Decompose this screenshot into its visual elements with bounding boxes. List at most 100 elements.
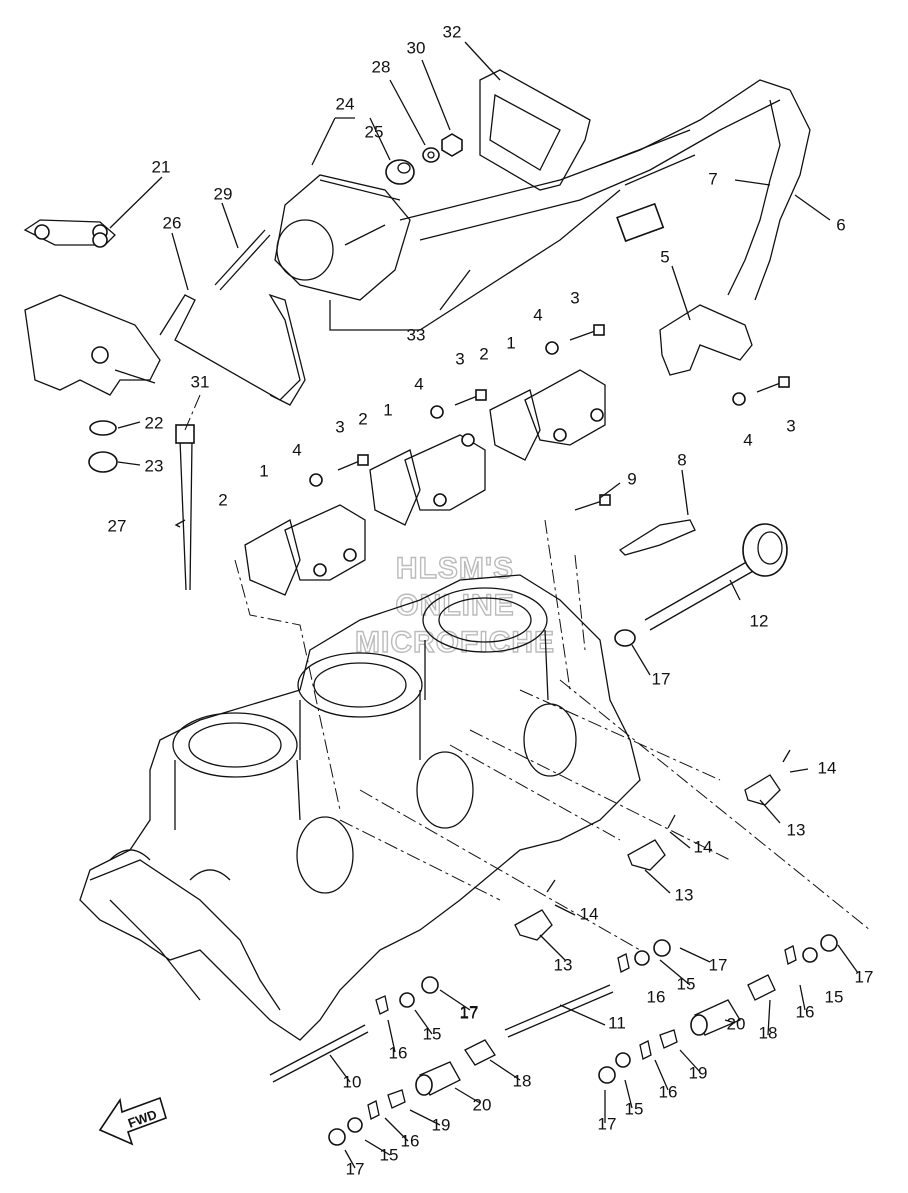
clamp-13-mid bbox=[627, 814, 676, 871]
callout-17-c: 17 bbox=[855, 967, 874, 986]
callout-11: 11 bbox=[608, 1013, 626, 1032]
callout-5: 5 bbox=[660, 247, 669, 266]
stud-29 bbox=[214, 229, 271, 291]
callout-15-e: 15 bbox=[380, 1145, 399, 1164]
callout-4-b: 4 bbox=[414, 374, 423, 393]
clips-19 bbox=[387, 1029, 678, 1109]
callout-21: 21 bbox=[152, 157, 171, 176]
callout-7: 7 bbox=[708, 169, 717, 188]
callout-15-d: 15 bbox=[625, 1099, 644, 1118]
callout-14-c: 14 bbox=[580, 904, 599, 923]
callout-16-b: 16 bbox=[796, 1002, 815, 1021]
callout-26: 26 bbox=[163, 213, 182, 232]
callout-13-c: 13 bbox=[554, 955, 573, 974]
callout-3-b: 3 bbox=[455, 349, 464, 368]
holder-18-right bbox=[747, 974, 776, 1001]
callout-14-a: 14 bbox=[818, 758, 837, 777]
callout-20-b: 20 bbox=[473, 1095, 492, 1114]
nut-30 bbox=[441, 133, 463, 157]
bracket-5 bbox=[659, 304, 753, 376]
gasket-cover-set-left bbox=[244, 504, 366, 596]
sleeve-20-right bbox=[690, 999, 741, 1036]
callout-25: 25 bbox=[365, 122, 384, 141]
callout-3-d: 3 bbox=[786, 416, 795, 435]
callout-23: 23 bbox=[145, 456, 164, 475]
shaft-11 bbox=[504, 984, 614, 1038]
callout-30: 30 bbox=[407, 38, 426, 57]
callout-2-b: 2 bbox=[358, 409, 367, 428]
clamp-13-left bbox=[514, 879, 556, 941]
callout-16-d: 16 bbox=[659, 1082, 678, 1101]
callout-32: 32 bbox=[443, 22, 462, 41]
gasket-cover-set-mid bbox=[369, 433, 486, 526]
washer-28 bbox=[422, 147, 440, 163]
shaft-10 bbox=[269, 1024, 369, 1083]
connector-33 bbox=[599, 129, 696, 243]
callout-24: 24 bbox=[336, 94, 355, 113]
callout-14-b: 14 bbox=[694, 837, 713, 856]
tabs-16 bbox=[367, 945, 797, 1120]
callout-4-a: 4 bbox=[533, 305, 542, 324]
callout-9: 9 bbox=[627, 469, 636, 488]
callout-16-e: 16 bbox=[401, 1131, 420, 1150]
callout-17-f: 17 bbox=[598, 1114, 617, 1133]
cable-6 bbox=[754, 89, 811, 301]
cable-7 bbox=[727, 99, 781, 296]
gasket-cover-set-right bbox=[489, 369, 606, 461]
watermark-line-3: MICROFICHE bbox=[355, 626, 555, 659]
callout-17-a: 17 bbox=[652, 669, 671, 688]
callout-1-a: 1 bbox=[506, 333, 515, 352]
mounting-frame bbox=[479, 69, 591, 191]
callout-19-a: 19 bbox=[689, 1063, 708, 1082]
nut-23 bbox=[88, 451, 118, 473]
callout-3-c: 3 bbox=[335, 417, 344, 436]
washer-22 bbox=[89, 420, 117, 436]
callout-19-b: 19 bbox=[432, 1115, 451, 1134]
bracket-31 bbox=[24, 294, 161, 396]
callout-17-b: 17 bbox=[709, 955, 728, 974]
callout-4-d: 4 bbox=[743, 430, 752, 449]
watermark-line-1: HLSM'S bbox=[396, 552, 514, 585]
callout-13-b: 13 bbox=[675, 885, 694, 904]
callout-13-a: 13 bbox=[787, 820, 806, 839]
callout-33: 33 bbox=[407, 325, 426, 344]
shaft-12 bbox=[644, 523, 788, 631]
grommet-25 bbox=[385, 159, 415, 185]
bolt-27 bbox=[175, 424, 195, 591]
callout-22: 22 bbox=[145, 413, 164, 432]
callout-3-a: 3 bbox=[570, 288, 579, 307]
callout-15-c: 15 bbox=[423, 1024, 442, 1043]
callout-16-a: 16 bbox=[647, 987, 666, 1006]
callout-labels: 32 30 28 24 25 21 29 26 7 6 5 33 3 4 2 1… bbox=[108, 22, 874, 1178]
callout-6: 6 bbox=[836, 215, 845, 234]
callout-1-c: 1 bbox=[259, 461, 268, 480]
callout-leaders bbox=[109, 41, 859, 1169]
callout-12: 12 bbox=[750, 611, 769, 630]
holder-18-left bbox=[464, 1039, 496, 1066]
callout-29: 29 bbox=[214, 184, 233, 203]
sensor-8 bbox=[618, 519, 696, 556]
bracket-26 bbox=[159, 293, 306, 406]
leader-lines bbox=[184, 394, 871, 951]
callout-15-a: 15 bbox=[677, 974, 696, 993]
callout-2-a: 2 bbox=[479, 344, 488, 363]
callout-17-g: 17 bbox=[346, 1159, 365, 1178]
callout-27: 27 bbox=[108, 516, 127, 535]
callout-8: 8 bbox=[677, 450, 686, 469]
bolts-3 bbox=[337, 324, 790, 471]
callout-15-b: 15 bbox=[825, 987, 844, 1006]
washers-4 bbox=[309, 341, 746, 487]
callout-31: 31 bbox=[191, 372, 210, 391]
watermark-line-2: ONLINE bbox=[395, 589, 514, 622]
washers-15-17 bbox=[328, 934, 838, 1146]
callout-17-e: 17 bbox=[460, 1003, 479, 1022]
callout-17-d: 17 bbox=[460, 1002, 479, 1021]
callout-28: 28 bbox=[372, 57, 391, 76]
callout-1-b: 1 bbox=[383, 400, 392, 419]
callout-2-c: 2 bbox=[218, 490, 227, 509]
callout-20-a: 20 bbox=[727, 1014, 746, 1033]
bolt-9 bbox=[574, 494, 611, 511]
callout-18-a: 18 bbox=[759, 1023, 778, 1042]
fwd-arrow-icon: FWD bbox=[98, 1096, 167, 1146]
